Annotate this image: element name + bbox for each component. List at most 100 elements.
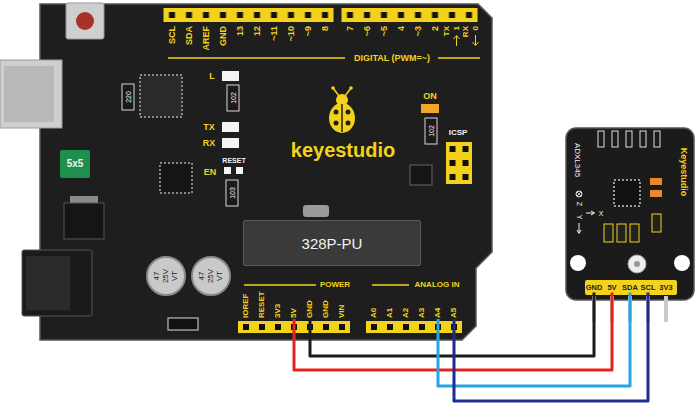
silkscreen-label: 102 [230, 92, 237, 104]
silkscreen-label: AREF [202, 26, 211, 51]
axis-arrow [577, 223, 581, 234]
text-holder: A0 [370, 308, 378, 318]
text-holder: VT [216, 271, 224, 281]
text-holder: L [209, 72, 215, 81]
header-pin: A5 [449, 307, 459, 319]
text-holder: ON [423, 92, 437, 101]
text-holder: ANALOG IN [415, 281, 460, 289]
text-holder: IOREF [242, 294, 250, 318]
module-led [628, 255, 646, 273]
text-holder: 5V [290, 308, 298, 318]
pin-label: A4 [434, 308, 442, 318]
capacitor [147, 257, 185, 295]
text-holder: 0 [472, 26, 480, 30]
silkscreen-label: ~9 [304, 26, 313, 36]
text-holder: ~9 [304, 26, 313, 36]
adxl345-module: KeyestudioGND 5V SDASCL [566, 128, 694, 300]
silkscreen-label: POWER [320, 281, 350, 289]
text-holder: 47 [198, 272, 206, 281]
smd-component [630, 224, 639, 242]
silkscreen-label: 0 [472, 26, 480, 30]
text-holder: 8 [321, 26, 330, 31]
led [222, 138, 239, 148]
module-pad [654, 131, 660, 147]
mounting-hole [674, 255, 690, 271]
silkscreen-label: 12 [253, 26, 262, 36]
silkscreen-label: 1 [453, 26, 461, 30]
axis-arrow [586, 211, 595, 215]
text-holder: RX [203, 139, 216, 148]
crystal [303, 205, 329, 217]
pin-label: SCL [641, 284, 656, 292]
mounting-hole [570, 255, 586, 271]
pin-label: GND [586, 284, 603, 292]
module-pad [640, 131, 646, 147]
silkscreen-label: ON [423, 92, 437, 101]
silkscreen-label: 102 [428, 125, 435, 137]
smd-component [652, 214, 661, 232]
text-holder: Y [576, 215, 583, 220]
text-holder: X [599, 210, 604, 217]
power-jack [22, 250, 92, 316]
silkscreen-label: Y [576, 215, 583, 220]
smd-component [650, 190, 662, 197]
text-holder: ~3 [414, 26, 423, 36]
header-pin: A4 [433, 307, 443, 319]
silkscreen-label: RESET [222, 157, 245, 164]
text-holder: AREF [202, 26, 211, 51]
smd-component [650, 178, 662, 185]
silkscreen-label: 220 [125, 91, 132, 103]
text-holder: TX [203, 123, 215, 132]
silkscreen-label: ~6 [363, 26, 372, 36]
text-holder: POWER [320, 281, 350, 289]
text-holder: 25V [162, 269, 170, 283]
brand-text: Keyestudio [679, 148, 688, 197]
text-holder: 5V [607, 284, 616, 292]
capacitor [192, 257, 230, 295]
silkscreen-label: 8 [321, 26, 330, 31]
silkscreen-label: ~11 [270, 26, 279, 41]
silkscreen-label: GND [219, 26, 228, 46]
text-holder: A4 [434, 308, 442, 318]
text-holder: SDA [185, 26, 194, 45]
pin-label: 5V [607, 284, 616, 292]
silkscreen-label: TX [443, 26, 451, 36]
smd-component [617, 224, 626, 242]
silkscreen-label: 4 [397, 26, 406, 31]
silkscreen-line [438, 57, 480, 59]
silkscreen-label: 47 [198, 272, 206, 281]
text-holder: ~11 [270, 26, 279, 41]
text-holder: SCL [168, 26, 177, 44]
silkscreen-label: GND [322, 300, 330, 318]
silkscreen-label: VT [216, 271, 224, 281]
logo-spot [334, 121, 339, 126]
text-holder: A1 [386, 308, 394, 318]
text-holder: SDA [622, 284, 638, 292]
reset-button [66, 3, 104, 39]
text-holder: 5x5 [67, 159, 84, 169]
text-holder: 7 [346, 26, 355, 31]
text-holder: A5 [450, 308, 458, 318]
silkscreen-label: L [209, 72, 215, 81]
silkscreen-label: VIN [338, 305, 346, 318]
silkscreen-label: 47 [153, 272, 161, 281]
pin-label: A5 [450, 308, 458, 318]
silkscreen-label: A3 [418, 308, 426, 318]
axis-symbol [576, 191, 582, 197]
silkscreen-label: DIGITAL (PWM=~) [354, 54, 430, 63]
pin-label: 5V [290, 308, 298, 318]
silkscreen-label: 103 [229, 187, 236, 199]
power-led [421, 104, 439, 113]
header-pin: GND [305, 299, 315, 319]
text-holder: A3 [418, 308, 426, 318]
logo-spot [346, 110, 351, 115]
power-jack-inner [26, 256, 70, 310]
text-holder: ADXL345 [573, 143, 581, 177]
led [222, 122, 239, 132]
text-holder: ~5 [380, 26, 389, 36]
silkscreen-label: 25V [207, 269, 215, 283]
text-holder: A2 [402, 308, 410, 318]
text-holder: 1 [453, 26, 461, 30]
pin-header [164, 8, 334, 22]
